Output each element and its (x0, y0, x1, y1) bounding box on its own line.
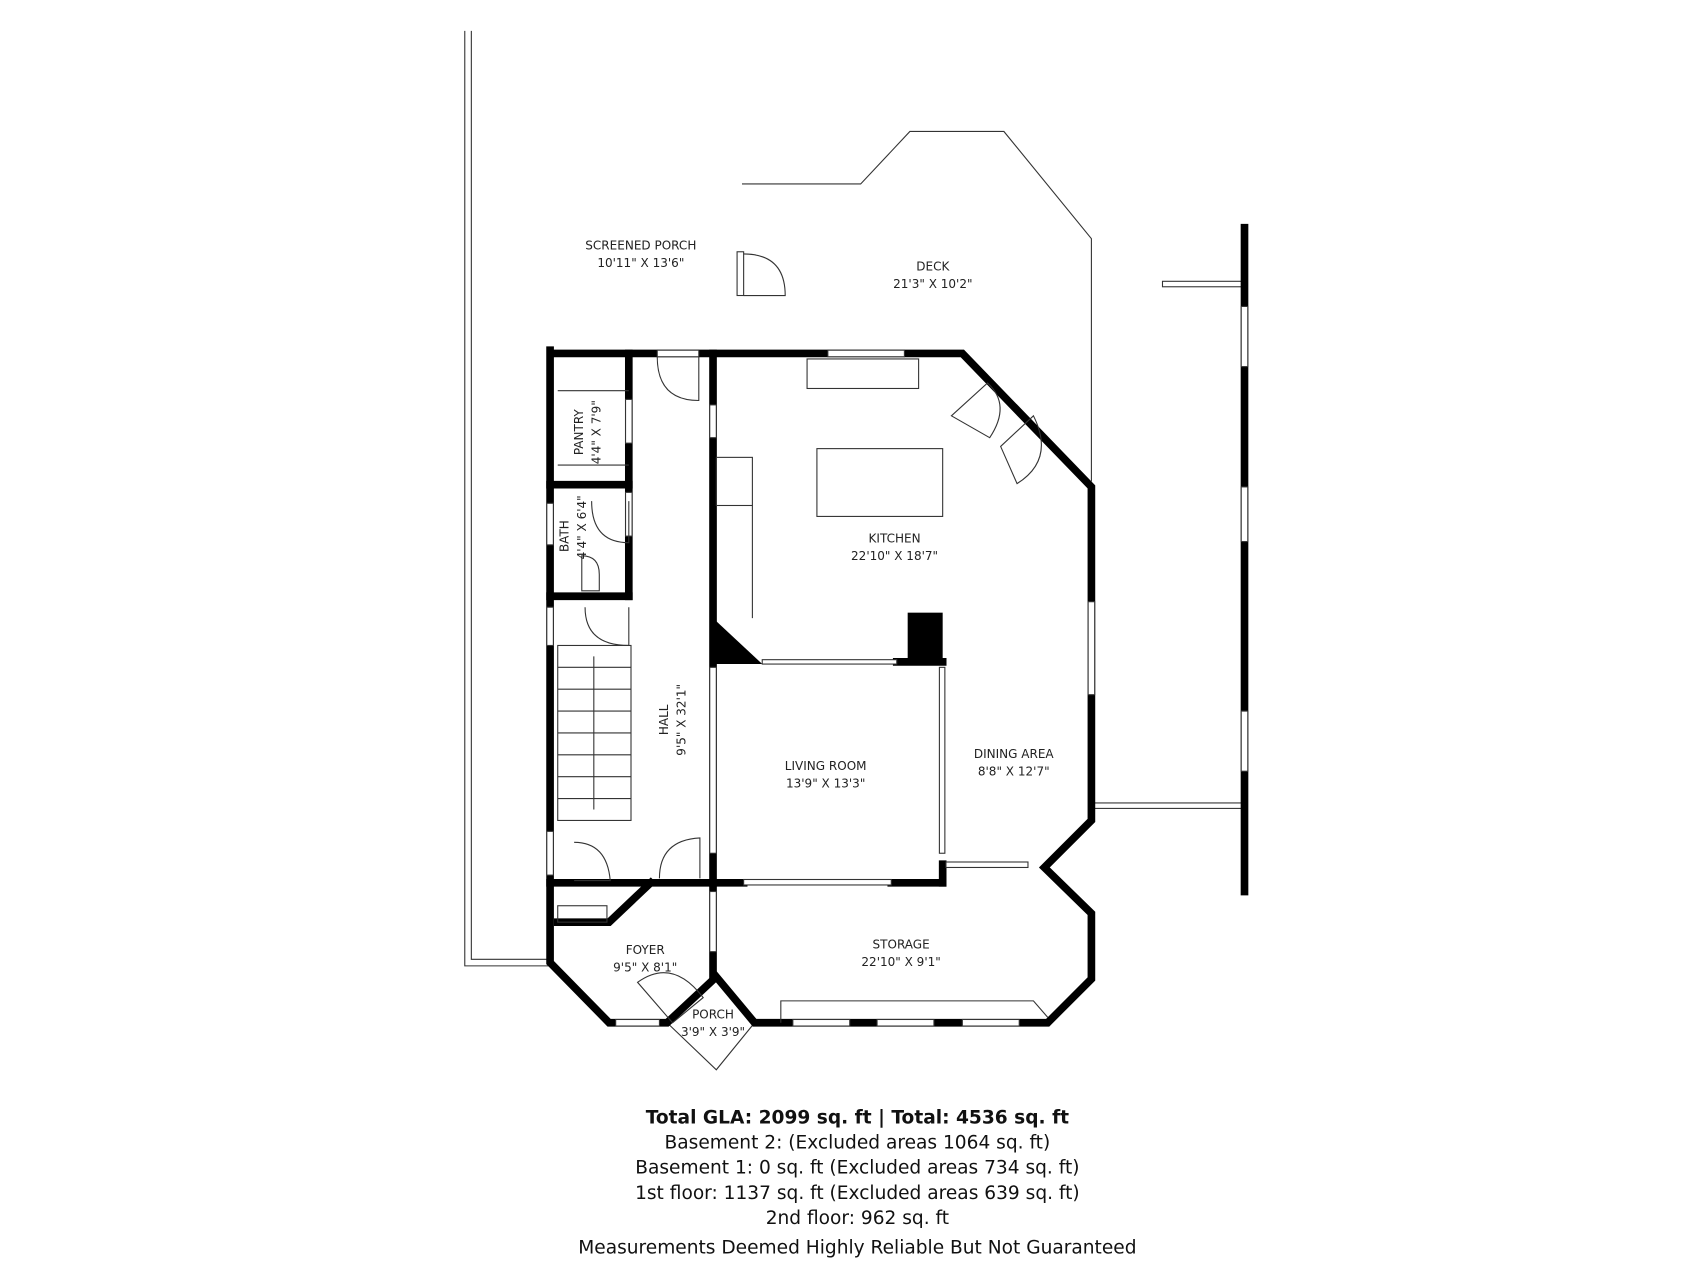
fixtures (557, 358, 1049, 1023)
room-pantry: PANTRY 4'4" X 7'9" (572, 400, 603, 464)
first-floor-area: 1st floor: 1137 sq. ft (Excluded areas 6… (635, 1183, 1080, 1204)
room-size: 10'11" X 13'6" (597, 256, 684, 270)
room-size: 9'5" X 32'1" (675, 684, 689, 756)
room-storage: STORAGE 22'10" X 9'1" (861, 937, 940, 968)
room-deck: DECK 21'3" X 10'2" (893, 259, 972, 290)
total-area: Total GLA: 2099 sq. ft | Total: 4536 sq.… (646, 1107, 1069, 1128)
room-size: 8'8" X 12'7" (978, 765, 1050, 779)
room-name: DINING AREA (974, 747, 1055, 761)
kitchen-island (816, 448, 944, 517)
room-size: 4'4" X 7'9" (589, 400, 603, 464)
basement-1-area: Basement 1: 0 sq. ft (Excluded areas 734… (635, 1158, 1079, 1179)
room-size: 22'10" X 18'7" (851, 549, 938, 563)
refrigerator (715, 456, 753, 507)
room-living-room: LIVING ROOM 13'9" X 13'3" (785, 759, 867, 790)
room-bath: BATH 4'4" X 6'4" (558, 495, 589, 559)
screened-porch-walls (548, 124, 786, 351)
fireplace-hearth (713, 618, 763, 665)
disclaimer: Measurements Deemed Highly Reliable But … (578, 1238, 1136, 1259)
area-summary: Total GLA: 2099 sq. ft | Total: 4536 sq.… (578, 1107, 1136, 1258)
basement-2-area: Basement 2: (Excluded areas 1064 sq. ft) (665, 1133, 1051, 1154)
room-name: PANTRY (572, 409, 586, 456)
room-name: LIVING ROOM (785, 759, 867, 773)
room-name: FOYER (626, 943, 665, 957)
room-name: KITCHEN (869, 532, 921, 546)
room-name: PORCH (692, 1007, 734, 1021)
room-porch: PORCH 3'9" X 3'9" (681, 1007, 745, 1038)
room-size: 9'5" X 8'1" (613, 960, 677, 974)
room-size: 4'4" X 6'4" (575, 495, 589, 559)
room-hall: HALL 9'5" X 32'1" (657, 684, 688, 756)
room-size: 21'3" X 10'2" (893, 277, 972, 291)
kitchen-counter (806, 358, 920, 390)
room-name: HALL (657, 704, 671, 735)
room-size: 3'9" X 3'9" (681, 1025, 745, 1039)
room-name: SCREENED PORCH (585, 239, 696, 253)
second-floor-area: 2nd floor: 962 sq. ft (766, 1208, 949, 1229)
room-kitchen: KITCHEN 22'10" X 18'7" (851, 532, 938, 563)
toilet (581, 555, 600, 592)
room-name: DECK (916, 259, 950, 273)
room-size: 22'10" X 9'1" (861, 955, 940, 969)
fireplace (907, 612, 943, 665)
main-walls (546, 346, 1096, 1027)
room-dining-area: DINING AREA 8'8" X 12'7" (974, 747, 1055, 778)
room-name: BATH (558, 520, 572, 552)
right-exterior-wall (1240, 223, 1249, 896)
room-screened-porch: SCREENED PORCH 10'11" X 13'6" (585, 239, 696, 270)
room-size: 13'9" X 13'3" (786, 777, 865, 791)
room-name: STORAGE (873, 937, 930, 951)
doors (574, 356, 1042, 1024)
room-foyer: FOYER 9'5" X 8'1" (613, 943, 677, 974)
